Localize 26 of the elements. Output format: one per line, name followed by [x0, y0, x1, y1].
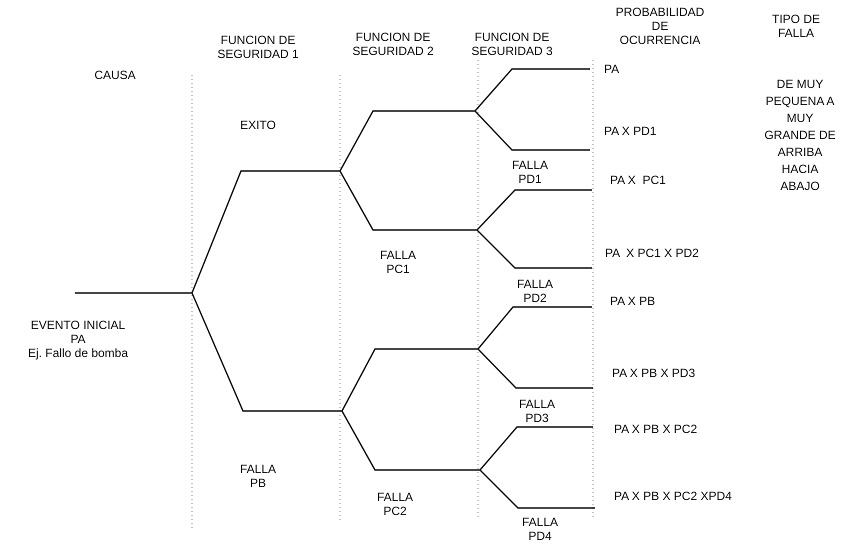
- branch-label: FALLA PC1: [378, 248, 418, 276]
- branch-label: FALLA PC2: [376, 490, 414, 518]
- branch-label: EXITO: [239, 118, 277, 132]
- probability-label: PA X PB X PD3: [612, 366, 696, 380]
- probability-label: PA X PC1 X PD2: [605, 246, 700, 260]
- branch-label: FALLA PD3: [518, 397, 556, 425]
- column-heading: FUNCION DE SEGURIDAD 1: [216, 33, 300, 61]
- initiating-event-label: PA: [69, 332, 87, 346]
- initiating-event-label: Ej. Fallo de bomba: [26, 346, 130, 360]
- column-heading: FUNCION DE SEGURIDAD 2: [351, 30, 435, 58]
- branch-label: FALLA PD1: [510, 158, 550, 186]
- probability-label: PA X PB: [610, 294, 656, 308]
- probability-label: PA X PB X PC2 XPD4: [614, 489, 733, 503]
- branch-label: FALLA PB: [238, 462, 278, 490]
- probability-label: PA X PB X PC2: [614, 422, 698, 436]
- probability-label: PA X PC1: [610, 173, 667, 187]
- probability-label: PA X PD1: [604, 124, 658, 138]
- note-text: DE MUY PEQUENA A MUY GRANDE DE ARRIBA HACIA ABAJO: [763, 76, 837, 195]
- column-heading: FUNCION DE SEGURIDAD 3: [470, 30, 554, 58]
- probability-label: PA: [604, 62, 620, 76]
- column-heading: CAUSA: [93, 68, 137, 82]
- branch-label: FALLA PD2: [516, 277, 554, 305]
- branch-label: FALLA PD4: [520, 515, 560, 543]
- column-heading: PROBABILIDAD DE OCURRENCIA: [614, 5, 706, 47]
- initiating-event-label: EVENTO INICIAL: [30, 318, 126, 332]
- column-heading: TIPO DE FALLA: [770, 12, 821, 40]
